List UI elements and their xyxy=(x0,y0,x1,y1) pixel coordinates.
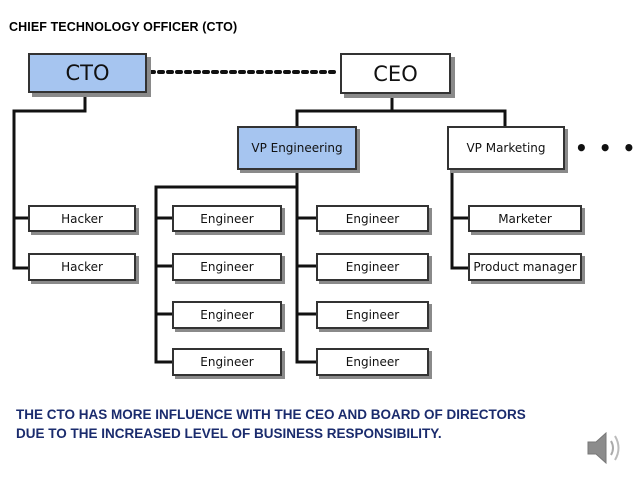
connector-cto-hackers xyxy=(12,91,87,270)
caption: THE CTO HAS MORE INFLUENCE WITH THE CEO … xyxy=(16,405,526,443)
engineer-box: Engineer xyxy=(316,301,429,329)
caption-line-2: DUE TO THE INCREASED LEVEL OF BUSINESS R… xyxy=(16,426,442,441)
product-manager-box: Product manager xyxy=(468,253,582,281)
engineer-box: Engineer xyxy=(172,205,282,232)
vp-marketing-box: VP Marketing xyxy=(447,126,565,170)
hacker-box: Hacker xyxy=(28,205,136,232)
engineer-box: Engineer xyxy=(172,301,282,329)
engineer-box: Engineer xyxy=(316,253,429,281)
more-indicator: • • • xyxy=(575,136,638,160)
connector-vp-engineering xyxy=(154,168,318,364)
marketer-box: Marketer xyxy=(468,205,582,232)
engineer-box: Engineer xyxy=(172,348,282,376)
connector-vp-marketing xyxy=(450,168,470,270)
page-title: CHIEF TECHNOLOGY OFFICER (CTO) xyxy=(9,20,238,34)
cto-box: CTO xyxy=(28,53,147,93)
vp-engineering-box: VP Engineering xyxy=(237,126,357,170)
engineer-box: Engineer xyxy=(316,205,429,232)
engineer-box: Engineer xyxy=(172,253,282,281)
ceo-box: CEO xyxy=(340,53,451,94)
engineer-box: Engineer xyxy=(316,348,429,376)
speaker-icon[interactable] xyxy=(585,428,625,468)
connector-ceo-vps xyxy=(295,92,507,128)
caption-line-1: THE CTO HAS MORE INFLUENCE WITH THE CEO … xyxy=(16,407,526,422)
hacker-box: Hacker xyxy=(28,253,136,281)
